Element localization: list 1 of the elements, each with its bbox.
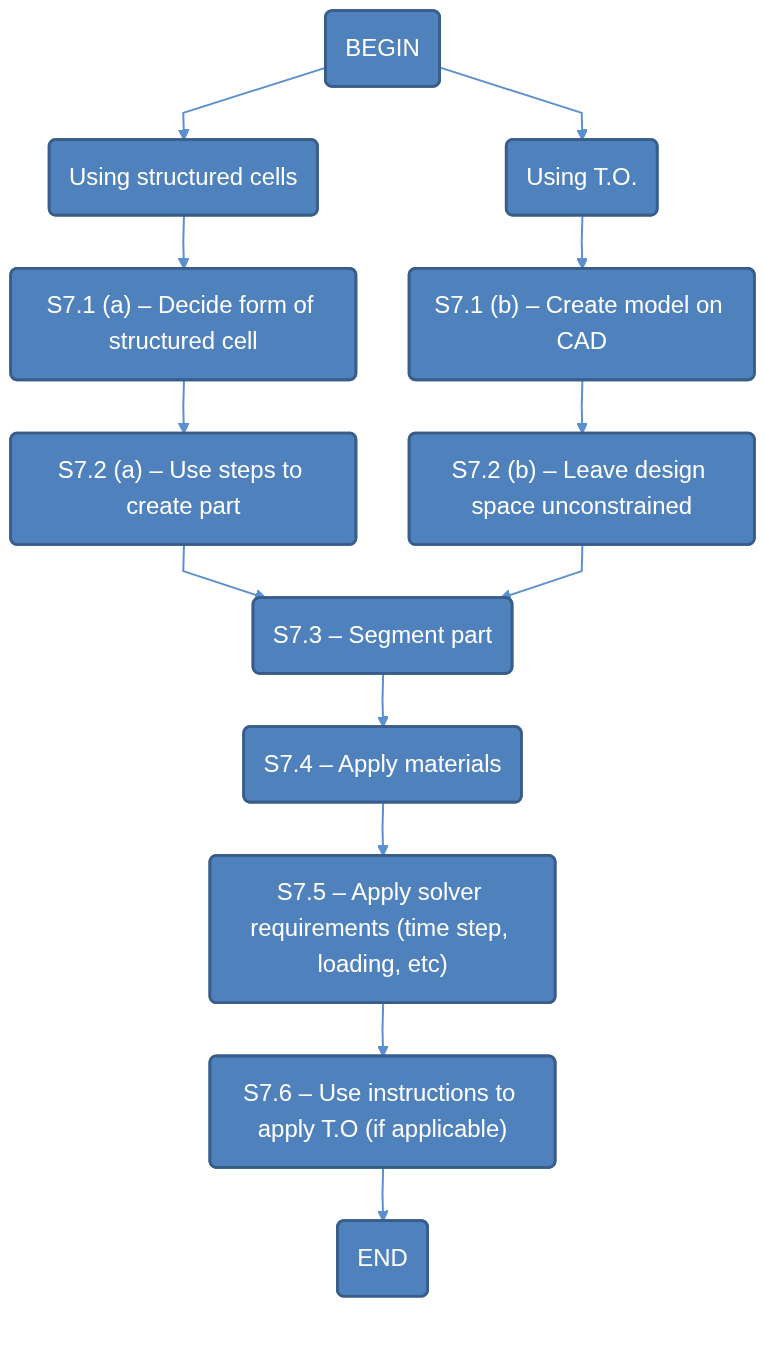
arrow <box>499 544 584 601</box>
